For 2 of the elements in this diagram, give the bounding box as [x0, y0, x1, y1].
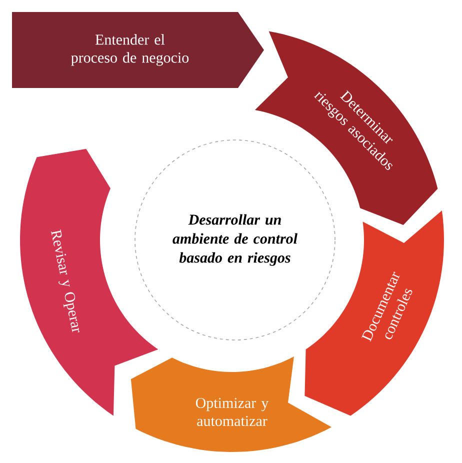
arrow-segment: Revisar y Operar	[20, 148, 158, 416]
arrow-segment: Optimizar y automatizar	[130, 356, 332, 452]
